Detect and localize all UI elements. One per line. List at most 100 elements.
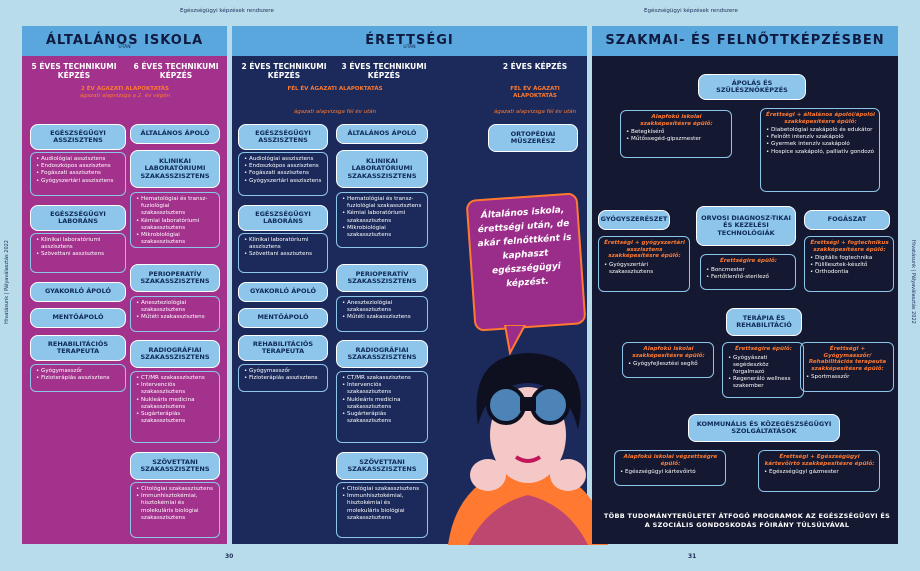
pill-orvosi: ORVOSI DIAGNOSZ-TIKAI ÉS KEZELÉSI TECHNO… — [696, 206, 796, 246]
pill-szovettani: SZÖVETTANI SZAKASSZISZTENS — [130, 452, 220, 480]
col2-header: ÉRETTSÉGI UTÁN — [232, 26, 587, 56]
pill-gyakorlo-apolo: GYAKORLÓ ÁPOLÓ — [30, 282, 126, 302]
col1-header: ÁLTALÁNOS ISKOLA UTÁN — [22, 26, 227, 56]
col2-sub: UTÁN — [403, 45, 416, 50]
list-item: Nukleáris medicina szakasszisztens — [136, 397, 215, 411]
col1-h5: 5 ÉVES TECHNIKUMI KÉPZÉS — [31, 62, 117, 80]
list-item: Immunhisztokémiai, hisztokémiai és molek… — [342, 493, 423, 522]
list-item: Gyógyszertári asszisztens — [244, 178, 323, 185]
list-item: Fizioterápiás asszisztens — [36, 375, 121, 382]
list-item: Gyermek intenzív szakápoló — [766, 141, 875, 148]
callout-tail — [503, 325, 527, 355]
list-perioperativ: Aneszteziológiai szakasszisztens Műtéti … — [130, 296, 220, 332]
col3-title: SZAKMAI- ÉS FELNŐTTKÉPZÉSBEN — [605, 33, 885, 48]
col2-noteb2: ágazati alapvizsga fél év után — [493, 109, 577, 115]
col1-note2: ágazati alapvizsga a 2. év végén — [79, 93, 171, 99]
col2-noteb: FÉL ÉV ÁGAZATI ALAPOKTATÁS — [510, 86, 560, 99]
pill-rehabilitacios-terapeuta-2: REHABILITÁCIÓS TERAPEUTA — [238, 335, 328, 361]
list-item: Endoszkópos asszisztens — [36, 163, 121, 170]
list-klinikai-laboratoriumi-2: Hematológiai és transz-fuziológiai szaka… — [336, 192, 428, 248]
pill-egeszsegugyi-laborans-2: EGÉSZSÉGÜGYI LABORÁNS — [238, 205, 328, 231]
list-apolas-right: Érettségi + általános ápolói/ápolói szak… — [760, 108, 880, 192]
col2-h3: 3 ÉVES TECHNIKUMI KÉPZÉS — [341, 62, 427, 80]
list-item: Gyógyfejlesztési segítő — [628, 361, 709, 368]
list-apolas-left: Alapfokú iskolai szakképesítésre épülő: … — [620, 110, 732, 158]
list-item: Klinikai laboratóriumi asszisztens — [36, 237, 121, 251]
list-item: Nukleáris medicina szakasszisztens — [342, 397, 423, 411]
list-orvosi: Érettségire épülő: Boncmester Fertőtlení… — [700, 254, 796, 290]
list-item: Fülillesztek-készítő — [810, 262, 889, 269]
list-item: Endoszkópos asszisztens — [244, 163, 323, 170]
list-gyogyszereszet: Érettségi + gyógyszertári asszisztens sz… — [598, 236, 690, 292]
list-item: Mikrobiológiai szakasszisztens — [136, 232, 215, 246]
list-item: Sportmasszőr — [806, 374, 889, 381]
list-item: Szövettani asszisztens — [36, 251, 121, 258]
list-item: Hospice szakápoló, palliatív gondozó — [766, 149, 875, 156]
list-rehabilitacios-terapeuta: Gyógymasszőr Fizioterápiás asszisztens — [30, 364, 126, 392]
list-item: Immunhisztokémiai, hisztokémiai és molek… — [136, 493, 215, 522]
list-perioperativ-2: Aneszteziológiai szakasszisztens Műtéti … — [336, 296, 428, 332]
list-item: Hematológiai és transz-fuziológiai szaka… — [342, 196, 423, 210]
list-item: Gyógymasszőr — [244, 368, 323, 375]
list-item: Orthodontia — [810, 269, 889, 276]
list-header: Érettségire épülő: — [719, 258, 778, 264]
side-left: Hivatásunk | Pályaválasztás 2022 — [4, 240, 10, 324]
list-item: Intervenciós szakasszisztens — [136, 382, 215, 396]
callout-text: Általános iskola, érettségi után, de aká… — [477, 205, 572, 290]
pill-rehabilitacios-terapeuta: REHABILITÁCIÓS TERAPEUTA — [30, 335, 126, 361]
list-klinikai-laboratoriumi: Hematológiai és transz-fuziológiai szaka… — [130, 192, 220, 248]
col1-title: ÁLTALÁNOS ISKOLA — [45, 33, 204, 48]
list-header: Érettségire épülő: — [734, 346, 793, 352]
list-item: Sugárterápiás szakasszisztens — [136, 411, 215, 425]
pill-perioperativ-2: PERIOPERATÍV SZAKASSZISZTENS — [336, 264, 428, 292]
list-header: Érettségi + gyógyszertári asszisztens sz… — [604, 240, 685, 259]
pill-egeszsegugyi-asszisztens-2: EGÉSZSÉGÜGYI ASSZISZTENS — [238, 124, 328, 150]
list-header: Alapfokú iskolai végzettségre épülő: — [623, 454, 718, 467]
callout-bubble: Általános iskola, érettségi után, de aká… — [465, 192, 587, 332]
col2-note: FÉL ÉV ÁGAZATI ALAPOKTATÁS — [287, 86, 383, 92]
list-header: Alapfokú iskolai szakképesítésre épülő: — [640, 114, 713, 127]
pill-mentoapolo: MENTŐÁPOLÓ — [30, 308, 126, 328]
list-item: Aneszteziológiai szakasszisztens — [136, 300, 215, 314]
list-kozeg-2: Érettségi + Egészségügyi kártevőirtó sza… — [758, 450, 880, 492]
pill-egeszsegugyi-laborans: EGÉSZSÉGÜGYI LABORÁNS — [30, 205, 126, 231]
list-item: Mikrobiológiai szakasszisztens — [342, 225, 423, 239]
pill-altalanos-apolo: ÁLTALÁNOS ÁPOLÓ — [130, 124, 220, 144]
header-left: Egészségügyi képzések rendszere — [180, 8, 274, 14]
list-item: Fertőtlenítő-sterilező — [706, 274, 791, 281]
pill-klinikai-laboratoriumi-2: KLINIKAI LABORATÓRIUMI SZAKASSZISZTENS — [336, 150, 428, 188]
list-egeszsegugyi-asszisztens-2: Audiológiai asszisztens Endoszkópos assz… — [238, 152, 328, 196]
list-item: Digitális fogtechnika — [810, 255, 889, 262]
list-fogaszat: Érettségi + fogtechnikus szakképesítésre… — [804, 236, 894, 292]
side-right: Hivatásunk | Pályaválasztás 2022 — [910, 240, 916, 324]
page-number-left: 30 — [225, 553, 234, 560]
col2-title: ÉRETTSÉGI — [365, 33, 454, 48]
woman-binoculars-illustration — [448, 353, 608, 545]
list-terapia-2: Érettségire épülő: Gyógyászati segédeszk… — [722, 342, 804, 398]
list-item: Intervenciós szakasszisztens — [342, 382, 423, 396]
list-radiografiai: CT/MR szakasszisztens Intervenciós szaka… — [130, 371, 220, 443]
list-item: Műtőssegéd-gipszmester — [626, 136, 727, 143]
list-item: CT/MR szakasszisztens — [136, 375, 215, 382]
list-item: Kémiai laboratóriumi szakasszisztens — [136, 218, 215, 232]
list-item: Diabetológiai szakápoló és edukátor — [766, 127, 875, 134]
list-item: Hematológiai és transz-fuziológiai szaka… — [136, 196, 215, 218]
col2-h2: 2 ÉVES TECHNIKUMI KÉPZÉS — [241, 62, 327, 80]
list-szovettani-2: Citológiai szakasszisztens Immunhisztoké… — [336, 482, 428, 538]
header-right: Egészségügyi képzések rendszere — [644, 8, 738, 14]
col2-h2b: 2 ÉVES KÉPZÉS — [502, 62, 568, 71]
pill-ortopediai: ORTOPÉDIAI MŰSZERÉSZ — [488, 124, 578, 152]
pill-perioperativ: PERIOPERATÍV SZAKASSZISZTENS — [130, 264, 220, 292]
page-number-right: 31 — [688, 553, 697, 560]
list-item: Felnőtt intenzív szakápoló — [766, 134, 875, 141]
col2-note2: ágazati alapvizsga fél év után — [293, 109, 377, 115]
list-header: Alapfokú iskolai szakképesítésre épülő: — [632, 346, 705, 359]
list-item: Betegkísérő — [626, 129, 727, 136]
list-item: Audiológiai asszisztens — [244, 156, 323, 163]
list-terapia-1: Alapfokú iskolai szakképesítésre épülő: … — [622, 342, 714, 378]
list-item: Fogászati asszisztens — [244, 170, 323, 177]
list-item: Gyógyászati segédeszköz forgalmazó — [728, 355, 799, 377]
col3-header: SZAKMAI- ÉS FELNŐTTKÉPZÉSBEN — [592, 26, 898, 56]
list-item: Sugárterápiás szakasszisztens — [342, 411, 423, 425]
pill-apolas: ÁPOLÁS ÉS SZÜLÉSZNŐKÉPZÉS — [698, 74, 806, 100]
